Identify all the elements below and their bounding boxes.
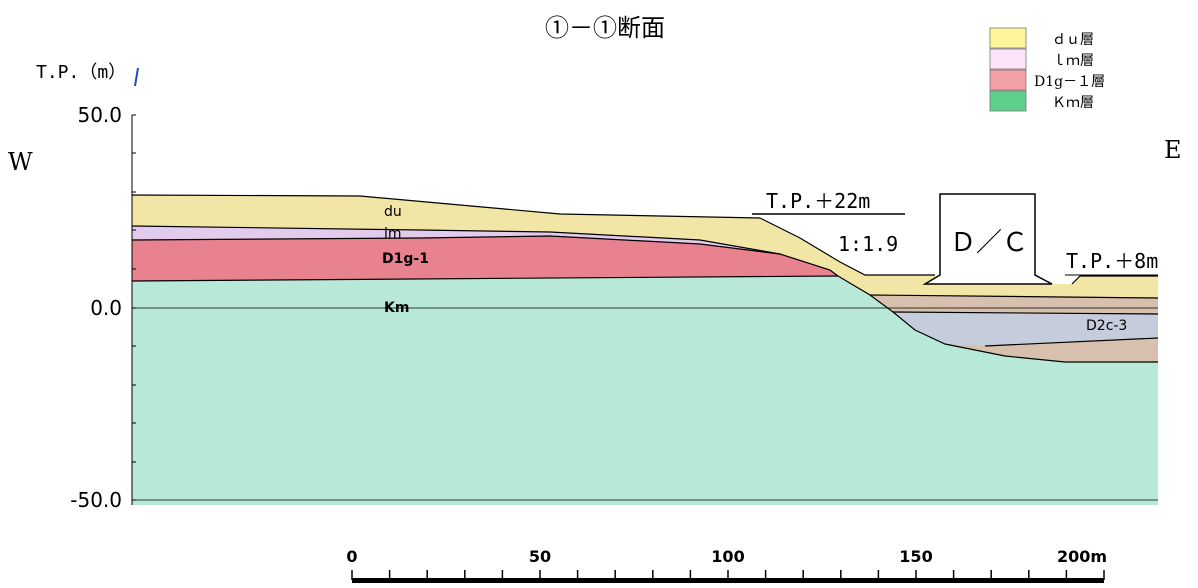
scale-label: 0 (346, 547, 357, 566)
layer-du (132, 195, 1158, 298)
layer-label-d2c: D2c-3 (1086, 318, 1127, 334)
scale-label: 150 (899, 547, 932, 566)
layer-km (132, 276, 1158, 505)
legend-label-km: Ｋｍ層 (1052, 95, 1094, 111)
slope-ratio-label: 1:1.9 (838, 232, 898, 256)
scale-bar (351, 570, 1105, 583)
legend-label-lm: ｌｍ層 (1052, 53, 1094, 69)
scale-labels: 0 50 100 150 200m (346, 547, 1107, 566)
layer-label-du: du (384, 204, 402, 220)
layer-lm (132, 226, 780, 254)
layer-label-km: Km (384, 300, 409, 316)
legend-swatch-du (989, 27, 1027, 49)
legend-swatch-lm (989, 48, 1027, 70)
crest-level-label: T.P.＋22m (766, 189, 870, 213)
layer-tan-upper (870, 295, 1158, 314)
legend-label-d1g: D1g－１層 (1034, 74, 1105, 90)
scale-label: 100 (711, 547, 744, 566)
layer-tan-lower (945, 338, 1158, 362)
tick-label-minus-50: -50.0 (70, 488, 122, 512)
axis-unit-label: T.P.（m） (36, 62, 126, 83)
legend-swatch-d1g (989, 69, 1027, 91)
axis-unit-marker (134, 67, 139, 87)
scale-label: 50 (529, 547, 551, 566)
diagram-title: ①－①断面 (545, 14, 665, 42)
west-label: W (8, 148, 33, 176)
east-label: E (1164, 136, 1182, 164)
legend: ｄｕ層 ｌｍ層 D1g－１層 Ｋｍ層 (989, 27, 1105, 112)
elevation-axis (131, 114, 136, 505)
tick-label-50: 50.0 (77, 103, 122, 127)
legend-label-du: ｄｕ層 (1052, 32, 1094, 48)
layer-d1g (132, 236, 838, 281)
layer-label-lm: lm (384, 226, 402, 242)
layer-d2c-lower (893, 312, 1158, 346)
dc-structure (922, 193, 1053, 285)
tick-label-0: 0.0 (90, 296, 122, 320)
toe-level-label: T.P.＋8m (1066, 249, 1158, 273)
legend-swatch-km (989, 90, 1027, 112)
structure-label: Ｄ／Ｃ (950, 228, 1028, 258)
scale-label: 200m (1057, 547, 1107, 566)
layer-boundaries (131, 194, 1159, 501)
layer-label-d1g: D1g-1 (382, 251, 429, 267)
